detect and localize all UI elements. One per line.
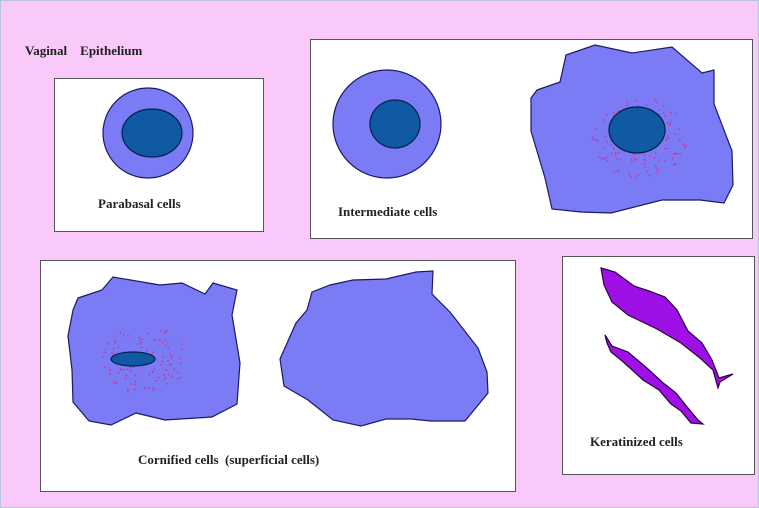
keratinized-cell-large (601, 268, 733, 388)
keratinized-caption: Keratinized cells (590, 434, 683, 450)
